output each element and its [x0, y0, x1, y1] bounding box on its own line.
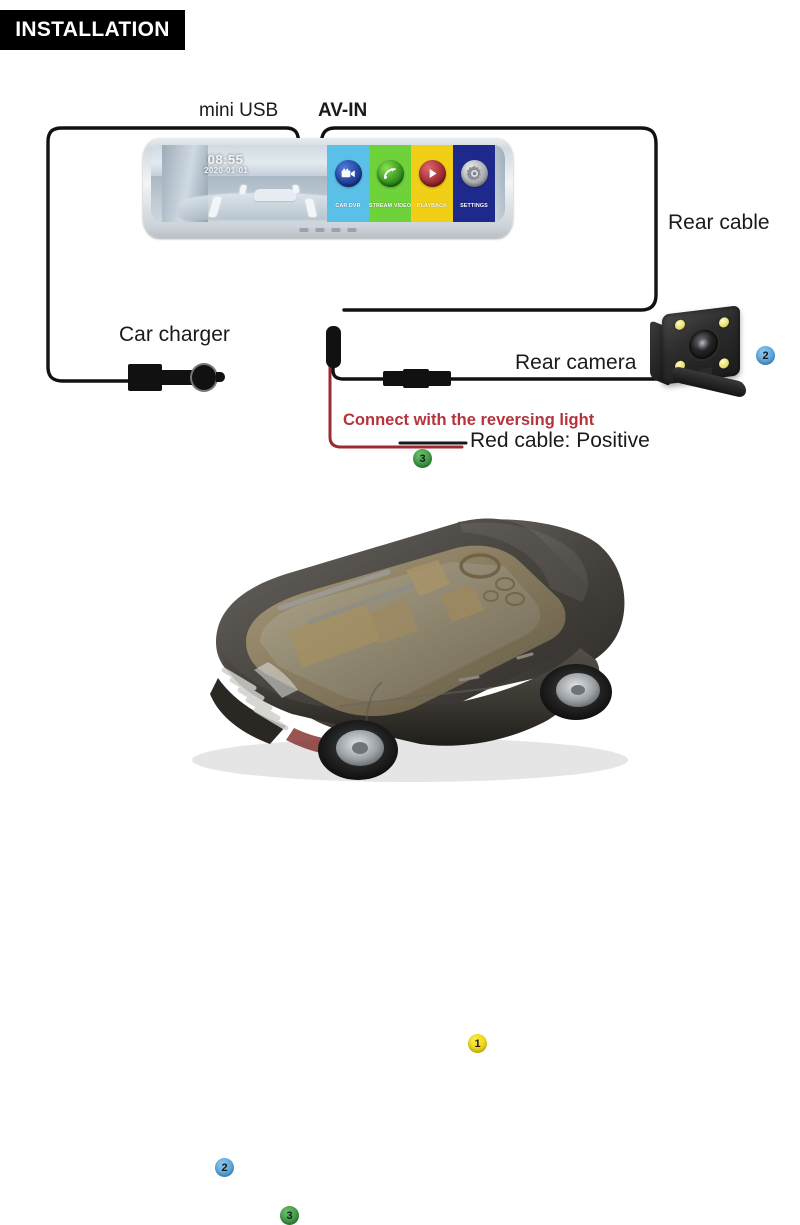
- wheel-front: [318, 720, 398, 780]
- rearview-mirror-dashcam: 08:55 2020-01-01 CAR DVR: [143, 138, 513, 238]
- mirror-touch-buttons[interactable]: [299, 228, 357, 232]
- label-connect-reversing-light: Connect with the reversing light: [343, 411, 595, 429]
- menu-tile-label: SETTINGS: [460, 203, 488, 209]
- mirror-screen: 08:55 2020-01-01 CAR DVR: [151, 145, 505, 222]
- dash-vent: [495, 577, 515, 591]
- car-seat: [368, 600, 418, 644]
- play-icon: [418, 160, 446, 187]
- mirror-frame: 08:55 2020-01-01 CAR DVR: [143, 138, 513, 238]
- menu-tile-label: PLAYBACK: [416, 203, 448, 209]
- menu-tile-label: STREAM VIDEO: [368, 203, 412, 209]
- mirror-button[interactable]: [315, 228, 325, 232]
- camera-led: [719, 316, 729, 329]
- mirror-button[interactable]: [299, 228, 309, 232]
- steering-wheel: [459, 553, 501, 579]
- roof-rail: [307, 581, 419, 625]
- dash-vent: [505, 592, 525, 606]
- gear-icon: [460, 160, 488, 187]
- dash-dial: [483, 590, 499, 602]
- menu-tile-playback[interactable]: PLAYBACK: [411, 145, 453, 222]
- badge-3-red-cable: 3: [413, 449, 432, 468]
- car-seat: [440, 584, 484, 622]
- rear-camera-unit: [650, 300, 760, 420]
- banner-title: INSTALLATION: [15, 18, 170, 41]
- mirror-stream-icon: [376, 160, 404, 187]
- body-crease-line: [339, 687, 493, 707]
- reflection-car-ahead: [253, 188, 297, 202]
- mirror-button[interactable]: [347, 228, 357, 232]
- cable-inline-connector: [383, 369, 451, 388]
- charger-contact-ring: [190, 363, 218, 392]
- car-shadow: [192, 738, 628, 782]
- label-av-in: AV-IN: [318, 100, 368, 121]
- car-rear-bench: [288, 604, 380, 668]
- mirror-menu-tiles: CAR DVR STREAM VIDEO: [327, 145, 495, 222]
- camera-led: [675, 319, 685, 331]
- installation-banner: INSTALLATION: [0, 10, 185, 50]
- door-handle: [458, 675, 480, 682]
- body-highlight: [460, 522, 588, 602]
- label-mini-usb: mini USB: [199, 100, 279, 121]
- installation-diagram: INSTALLATION mini USB AV-IN Rear cable C…: [0, 0, 800, 800]
- front-grille: [221, 667, 289, 731]
- car-seat: [406, 560, 450, 596]
- cable-splitter: [326, 326, 341, 368]
- badge-2-rear-camera: 2: [756, 346, 775, 365]
- car-charger-plug: [128, 358, 233, 396]
- car-side-flank: [220, 648, 600, 746]
- label-car-charger: Car charger: [119, 323, 230, 346]
- charger-body: [128, 364, 162, 391]
- car-illustration: [192, 518, 628, 782]
- osd-time: 08:55: [207, 151, 244, 167]
- wheel-rear: [540, 664, 612, 720]
- front-bumper: [210, 678, 286, 744]
- charger-tip: [216, 372, 225, 382]
- car-badge-2-camera-location: 2: [215, 1158, 234, 1177]
- connector-notch: [403, 369, 429, 388]
- label-rear-cable: Rear cable: [668, 211, 770, 234]
- menu-tile-settings[interactable]: SETTINGS: [453, 145, 495, 222]
- menu-tile-car-dvr[interactable]: CAR DVR: [327, 145, 369, 222]
- menu-tile-stream-video[interactable]: STREAM VIDEO: [369, 145, 411, 222]
- headlamp: [254, 662, 298, 698]
- roof-rail: [277, 569, 391, 611]
- car-badge-3-reversing-light: 3: [280, 1206, 299, 1225]
- camera-lens: [689, 328, 718, 361]
- label-rear-camera: Rear camera: [515, 351, 637, 374]
- door-handle: [516, 652, 534, 660]
- red-positive-cable: [328, 343, 464, 449]
- mirror-button[interactable]: [331, 228, 341, 232]
- vehicle-routing-panel: 1 2 3: [0, 486, 800, 1225]
- menu-tile-label: CAR DVR: [335, 203, 361, 209]
- car-badge-1-mirror-location: 1: [468, 1034, 487, 1053]
- osd-date: 2020-01-01: [204, 165, 249, 175]
- camera-led: [719, 357, 729, 370]
- label-red-cable-positive: Red cable: Positive: [470, 429, 650, 452]
- camcorder-icon: [334, 160, 362, 187]
- door-line: [365, 681, 383, 725]
